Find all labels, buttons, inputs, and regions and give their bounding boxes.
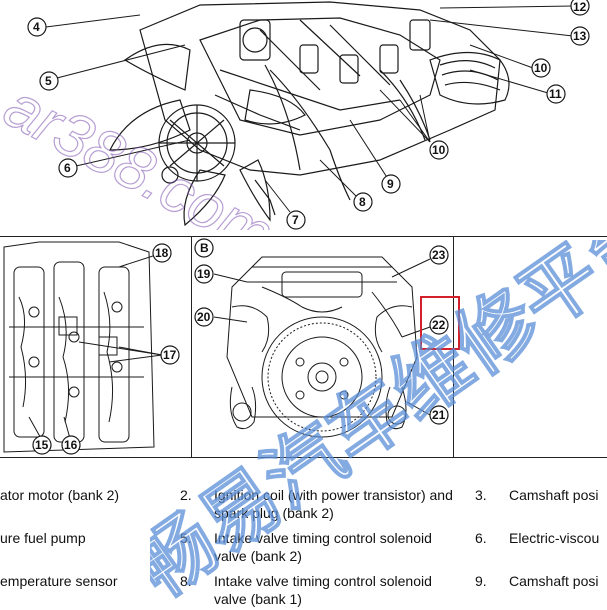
panel-b-illustration (194, 238, 449, 438)
callout-13: 13 (573, 29, 587, 43)
legend-item-6: Electric-viscou (509, 529, 607, 547)
callout-16: 16 (64, 438, 78, 452)
callout-11: 11 (549, 87, 562, 101)
callout-8: 8 (359, 195, 366, 209)
callout-7: 7 (292, 213, 299, 227)
legend-text: Electric-viscou (509, 530, 600, 546)
legend-num-5: 5. (180, 530, 192, 546)
detail-panels: 18 17 15 16 (0, 236, 607, 458)
legend-num-6: 6. (475, 530, 487, 546)
callout-9: 9 (387, 177, 394, 191)
legend-item-8: Intake valve timing control solenoid val… (214, 572, 464, 608)
highlight-box (420, 296, 460, 350)
engine-top-diagram: 4 5 6 7 8 9 10 10 11 12 13 (0, 0, 607, 232)
legend-item-2: Ignition coil (with power transistor) an… (214, 486, 464, 522)
callout-6: 6 (64, 161, 71, 175)
detail-panel-b: B 23 19 20 22 21 (191, 236, 454, 458)
legend-item-9: Camshaft posi (509, 572, 607, 590)
callout-5: 5 (45, 74, 52, 88)
legend-text: Ignition coil (with power transistor) an… (214, 487, 453, 521)
legend-text: Intake valve timing control solenoid val… (214, 530, 432, 564)
legend-text: ator motor (bank 2) (0, 487, 120, 503)
legend-text: Intake valve timing control solenoid val… (214, 573, 432, 607)
detail-panel-right (453, 236, 607, 458)
callout-10-b: 10 (432, 143, 446, 157)
legend-num-8: 8. (180, 573, 192, 589)
callout-12: 12 (573, 0, 587, 14)
callout-21: 21 (432, 408, 446, 422)
callout-10-a: 10 (534, 61, 548, 75)
legend-text: ure fuel pump (0, 530, 86, 546)
detail-panel-left: 18 17 15 16 (0, 236, 192, 458)
legend-item-1: ator motor (bank 2) (0, 486, 170, 504)
legend-num-9: 9. (475, 573, 487, 589)
callout-17: 17 (163, 348, 177, 362)
callout-18: 18 (155, 246, 169, 260)
component-legend: ator motor (bank 2) 2. Ignition coil (wi… (0, 478, 607, 607)
legend-text: Camshaft posi (509, 487, 599, 503)
callout-22: 22 (432, 318, 446, 332)
legend-item-7: emperature sensor (0, 572, 170, 590)
legend-num-3: 3. (475, 487, 487, 503)
callout-23: 23 (432, 248, 446, 262)
callout-20: 20 (197, 310, 211, 324)
legend-item-3: Camshaft posi (509, 486, 607, 504)
legend-item-5: Intake valve timing control solenoid val… (214, 529, 464, 565)
legend-item-4: ure fuel pump (0, 529, 170, 547)
callout-15: 15 (35, 438, 49, 452)
callout-4: 4 (33, 20, 40, 34)
engine-top-illustration (27, 0, 590, 230)
legend-num-2: 2. (180, 487, 192, 503)
callout-19: 19 (197, 267, 211, 281)
panel-left-illustration (3, 241, 180, 455)
panel-b-label: B (200, 241, 209, 255)
legend-text: emperature sensor (0, 573, 118, 589)
legend-text: Camshaft posi (509, 573, 599, 589)
